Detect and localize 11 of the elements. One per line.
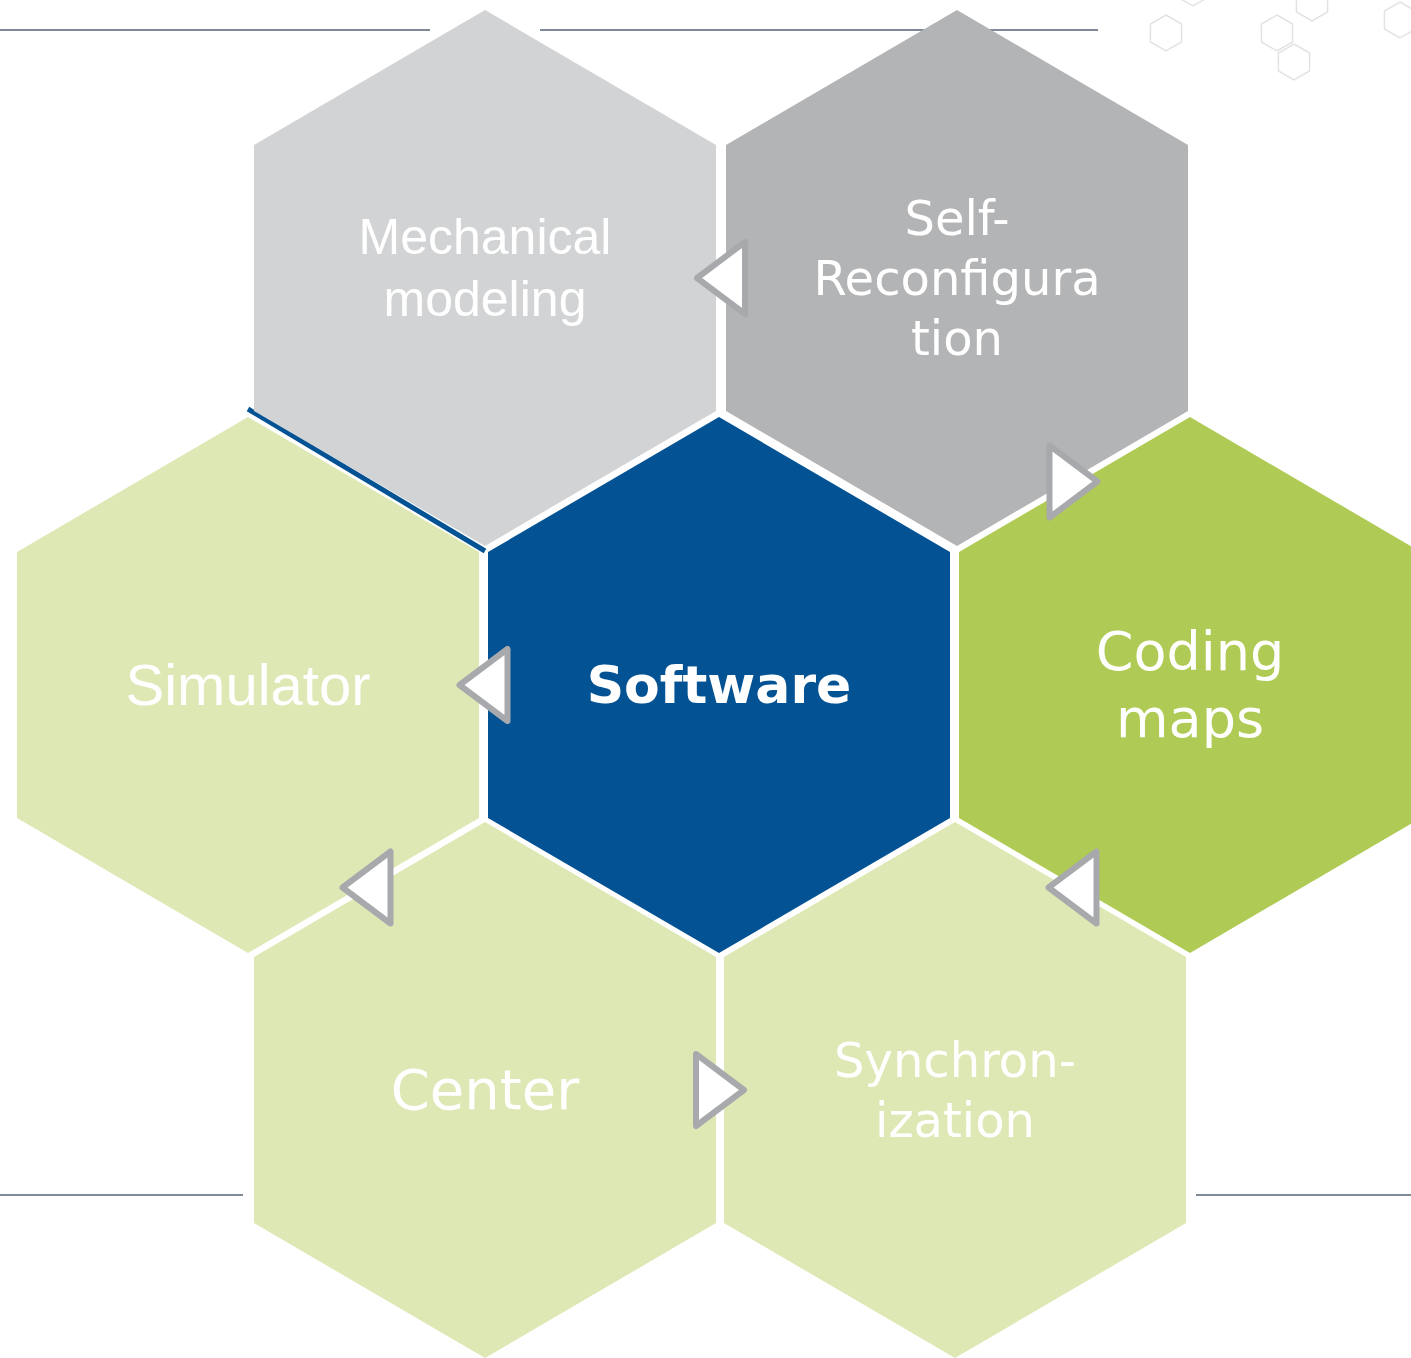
arrow [693,1051,747,1129]
arrow [1045,848,1100,927]
hexagon-label: Coding maps [1094,618,1286,752]
hexagon-label: Synchron-ization [833,1031,1077,1150]
arrow [694,239,748,317]
arrow [339,848,394,927]
arrow [456,646,511,724]
hexagon-label: Self-Reconfiguration [812,189,1102,368]
hexagon-label: Center [389,1056,581,1124]
hexagon-label: Simulator [124,650,372,719]
hexagon-label: Software [585,653,853,717]
